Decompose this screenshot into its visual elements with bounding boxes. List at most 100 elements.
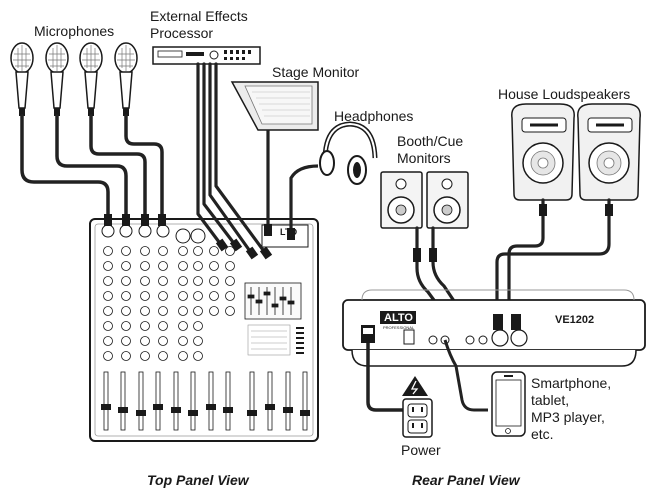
knob xyxy=(193,291,203,301)
fader-track xyxy=(138,371,144,431)
effects-cables xyxy=(196,62,268,256)
knob xyxy=(121,321,131,331)
knob xyxy=(121,276,131,286)
fader-track xyxy=(103,371,109,431)
knob xyxy=(193,321,203,331)
house-speaker-plugs xyxy=(539,204,613,216)
knob xyxy=(193,351,203,361)
knob xyxy=(225,261,235,271)
knob xyxy=(225,291,235,301)
knob xyxy=(103,351,113,361)
stage-monitor-icon xyxy=(230,81,319,131)
booth-label-line2: Monitors xyxy=(397,150,451,166)
power-outlet-icon xyxy=(402,376,433,438)
headphones-icon xyxy=(319,121,378,185)
knob xyxy=(209,246,219,256)
headphone-plug xyxy=(287,228,295,240)
channel-knobs xyxy=(103,246,235,361)
level-meter xyxy=(296,327,304,354)
graphic-eq xyxy=(244,282,302,320)
mic-cable-4 xyxy=(124,114,164,224)
fader-cap xyxy=(247,410,257,416)
stage-monitor-label: Stage Monitor xyxy=(272,64,360,80)
channel-faders xyxy=(101,371,310,431)
knob xyxy=(140,276,150,286)
knob xyxy=(121,291,131,301)
knob xyxy=(158,336,168,346)
mic-plugs xyxy=(104,214,166,226)
knob xyxy=(225,276,235,286)
fader-track xyxy=(225,371,231,431)
knob xyxy=(121,336,131,346)
house-speaker-cables xyxy=(495,198,611,318)
knob xyxy=(103,336,113,346)
microphone-3-icon xyxy=(79,42,103,116)
fader-cap xyxy=(223,407,233,413)
knob xyxy=(193,336,203,346)
knob xyxy=(193,276,203,286)
power-label: Power xyxy=(401,442,441,458)
house-loudspeakers-label: House Loudspeakers xyxy=(498,86,631,102)
microphone-group xyxy=(10,42,138,116)
fader-track xyxy=(190,371,196,431)
rear-panel-caption: Rear Panel View xyxy=(412,472,520,488)
knob xyxy=(209,276,219,286)
microphone-4-icon xyxy=(114,42,138,116)
knob xyxy=(225,246,235,256)
knob xyxy=(103,321,113,331)
knob xyxy=(178,306,188,316)
knob xyxy=(140,306,150,316)
rear-brand-sub: PROFESSIONAL xyxy=(383,325,415,330)
knob xyxy=(193,306,203,316)
knob xyxy=(158,261,168,271)
knob xyxy=(140,351,150,361)
display-panel xyxy=(247,324,291,356)
knob xyxy=(209,306,219,316)
knob xyxy=(209,291,219,301)
smartphone-label-line2: tablet, xyxy=(531,392,570,408)
knob xyxy=(158,291,168,301)
knob xyxy=(140,246,150,256)
microphone-1-icon xyxy=(10,42,34,116)
top-panel-caption: Top Panel View xyxy=(147,472,249,488)
fader-cap xyxy=(153,404,163,410)
knob xyxy=(178,336,188,346)
booth-monitor-plugs xyxy=(413,248,437,262)
fader-cap xyxy=(300,410,310,416)
knob xyxy=(140,321,150,331)
knob xyxy=(178,351,188,361)
rear-xlr-plugs xyxy=(493,314,521,330)
fader-cap xyxy=(188,410,198,416)
knob xyxy=(178,246,188,256)
effects-processor-icon xyxy=(152,46,261,65)
microphone-2-icon xyxy=(45,42,69,116)
mic-cable-3 xyxy=(89,114,147,224)
knob xyxy=(158,246,168,256)
knob xyxy=(193,261,203,271)
power-cable xyxy=(366,343,408,412)
knob xyxy=(121,306,131,316)
rear-brand-text: ALTO xyxy=(384,312,413,324)
fader-cap xyxy=(206,404,216,410)
mic-cable-2 xyxy=(55,114,128,224)
effects-label-line2: Processor xyxy=(150,25,214,41)
knob xyxy=(178,291,188,301)
booth-monitor-left-icon xyxy=(380,171,423,229)
knob xyxy=(103,261,113,271)
mixer-top-panel: LTO xyxy=(89,214,319,442)
smartphone-label-line4: etc. xyxy=(531,426,554,442)
smartphone-label-line1: Smartphone, xyxy=(531,375,612,391)
knob xyxy=(121,246,131,256)
knob xyxy=(103,306,113,316)
fader-cap xyxy=(171,407,181,413)
fader-track xyxy=(173,371,179,431)
fader-track xyxy=(120,371,126,431)
fader-cap xyxy=(283,407,293,413)
knob xyxy=(209,261,219,271)
knob xyxy=(178,261,188,271)
knob xyxy=(103,246,113,256)
fader-track xyxy=(208,371,214,431)
knob xyxy=(140,261,150,271)
knob xyxy=(121,351,131,361)
